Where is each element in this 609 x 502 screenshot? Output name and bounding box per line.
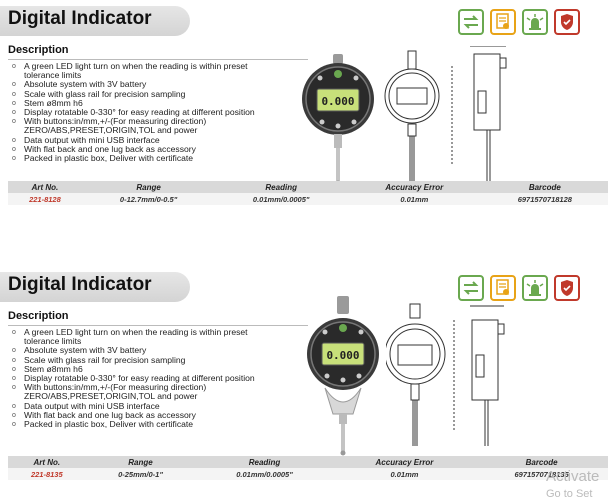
- column-header: Range: [85, 456, 196, 468]
- list-item: Data output with mini USB interface: [12, 401, 262, 411]
- feature-icons: [458, 275, 580, 301]
- list-item: Stem ø8mm h6: [12, 364, 262, 374]
- accuracy-cell: 0.01mm: [347, 193, 482, 205]
- list-item: Packed in plastic box, Deliver with cert…: [12, 153, 262, 163]
- art-no-cell: 221-8128: [8, 193, 82, 205]
- column-header: Accuracy Error: [333, 456, 476, 468]
- feature-icons: [458, 9, 580, 35]
- range-cell: 0-25mm/0-1": [85, 468, 196, 480]
- list-item: Scale with glass rail for precision samp…: [12, 355, 262, 365]
- list-item: With buttons:in/mm,+/-(For measuring dir…: [12, 383, 262, 402]
- lcd-reading: 0.000: [321, 95, 354, 108]
- indicator-photo: 0.000: [307, 296, 379, 456]
- list-item: Absolute system with 3V battery: [12, 346, 262, 356]
- table-row: 221-8135 0-25mm/0-1" 0.01mm/0.0005" 0.01…: [8, 468, 608, 480]
- column-header: Reading: [215, 181, 347, 193]
- feature-list: A green LED light turn on when the readi…: [12, 61, 262, 163]
- list-item: Scale with glass rail for precision samp…: [12, 89, 262, 99]
- led-light-icon: [522, 9, 548, 35]
- column-header: Reading: [195, 456, 334, 468]
- certificate-icon: [490, 275, 516, 301]
- accuracy-cell: 0.01mm: [333, 468, 476, 480]
- description-heading: Description: [8, 310, 69, 322]
- table-header-row: Art No. Range Reading Accuracy Error Bar…: [8, 181, 608, 193]
- reading-cell: 0.01mm/0.0005": [195, 468, 334, 480]
- activation-watermark: Activate: [546, 468, 600, 485]
- spec-table: Art No. Range Reading Accuracy Error Bar…: [8, 181, 608, 205]
- title-bar: Digital Indicator: [0, 272, 190, 302]
- shield-icon: [554, 9, 580, 35]
- list-item: With flat back and one lug back as acces…: [12, 410, 262, 420]
- description-divider: [8, 325, 308, 326]
- product-title: Digital Indicator: [8, 8, 152, 29]
- transfer-arrows-icon: [458, 275, 484, 301]
- list-item: Data output with mini USB interface: [12, 135, 262, 145]
- indicator-photo: 0.000: [302, 54, 374, 186]
- list-item: With flat back and one lug back as acces…: [12, 144, 262, 154]
- spec-table: Art No. Range Reading Accuracy Error Bar…: [8, 456, 608, 480]
- list-item: Display rotatable 0-330° for easy readin…: [12, 107, 262, 117]
- column-header: Accuracy Error: [347, 181, 482, 193]
- art-no-cell: 221-8135: [8, 468, 86, 480]
- led-light-icon: [522, 275, 548, 301]
- column-header: Barcode: [475, 456, 608, 468]
- dimension-drawing: [384, 46, 507, 181]
- column-header: Art No.: [8, 181, 82, 193]
- list-item: Display rotatable 0-330° for easy readin…: [12, 373, 262, 383]
- column-header: Barcode: [481, 181, 608, 193]
- transfer-arrows-icon: [458, 9, 484, 35]
- barcode-cell: 6971570718128: [481, 193, 608, 205]
- list-item: A green LED light turn on when the readi…: [12, 327, 262, 346]
- table-header-row: Art No. Range Reading Accuracy Error Bar…: [8, 456, 608, 468]
- product-section-2: Digital Indicator Description A green LE…: [0, 272, 609, 502]
- shield-icon: [554, 275, 580, 301]
- list-item: With buttons:in/mm,+/-(For measuring dir…: [12, 117, 262, 136]
- title-bar: Digital Indicator: [0, 6, 190, 36]
- feature-list: A green LED light turn on when the readi…: [12, 327, 262, 429]
- column-header: Art No.: [8, 456, 86, 468]
- description-heading: Description: [8, 44, 69, 56]
- activation-watermark-sub: Go to Set: [546, 488, 593, 500]
- certificate-icon: [490, 9, 516, 35]
- list-item: A green LED light turn on when the readi…: [12, 61, 262, 80]
- reading-cell: 0.01mm/0.0005": [215, 193, 347, 205]
- lcd-reading: 0.000: [326, 349, 359, 362]
- range-cell: 0-12.7mm/0-0.5": [81, 193, 216, 205]
- product-section-1: Digital Indicator Description A green LE…: [0, 6, 609, 211]
- barcode-cell: 6971570718135: [475, 468, 608, 480]
- table-row: 221-8128 0-12.7mm/0-0.5" 0.01mm/0.0005" …: [8, 193, 608, 205]
- list-item: Absolute system with 3V battery: [12, 80, 262, 90]
- product-title: Digital Indicator: [8, 274, 152, 295]
- column-header: Range: [81, 181, 216, 193]
- dimension-drawing: [386, 303, 505, 446]
- list-item: Stem ø8mm h6: [12, 98, 262, 108]
- list-item: Packed in plastic box, Deliver with cert…: [12, 419, 262, 429]
- description-divider: [8, 59, 308, 60]
